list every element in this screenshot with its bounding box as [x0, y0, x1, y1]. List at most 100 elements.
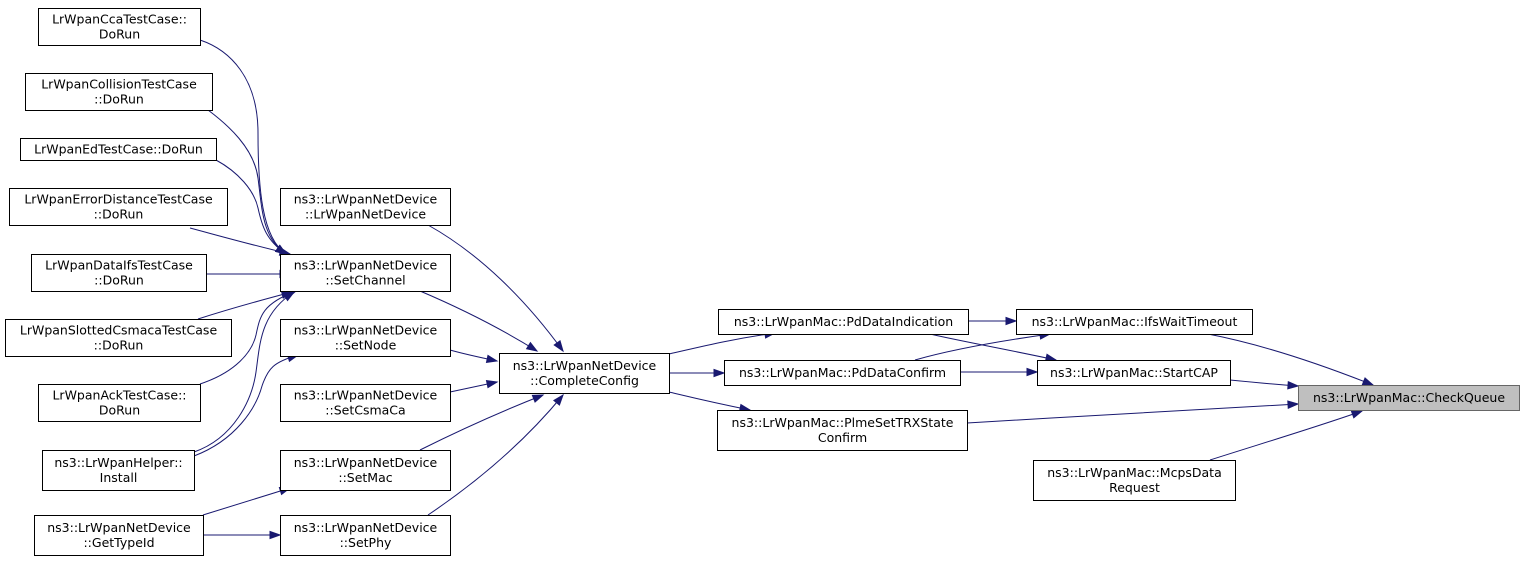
node-label: LrWpanAckTestCase::	[52, 388, 186, 403]
arrowhead-icon	[1287, 380, 1300, 390]
root-node-box[interactable]	[1298, 385, 1520, 411]
node-label: ns3::LrWpanNetDevice	[47, 520, 191, 535]
edge-setchannel-to-complete	[419, 290, 539, 352]
arrowhead-icon	[1287, 400, 1300, 409]
node-startcap[interactable]: ns3::LrWpanMac::StartCAP	[1037, 360, 1231, 386]
node-label: Install	[100, 470, 138, 485]
edge-pdind-to-ifs	[968, 316, 1018, 326]
node-label: LrWpanEdTestCase::DoRun	[34, 142, 203, 157]
edge-setcsmaca-to-complete	[449, 379, 499, 393]
arrowhead-icon	[553, 339, 564, 353]
node-label: ns3::LrWpanMac::PdDataConfirm	[739, 365, 946, 380]
node-box[interactable]	[1033, 460, 1236, 501]
node-label: Confirm	[818, 430, 867, 445]
node-setchannel[interactable]: ns3::LrWpanNetDevice::SetChannel	[280, 254, 451, 292]
node-box[interactable]	[724, 360, 961, 386]
edge-typeid-to-setphy	[203, 530, 282, 540]
node-box[interactable]	[499, 353, 670, 394]
arrowhead-icon	[1005, 316, 1018, 326]
node-collision[interactable]: LrWpanCollisionTestCase::DoRun	[25, 73, 213, 111]
node-box[interactable]	[5, 319, 232, 357]
edge-line	[1207, 333, 1374, 386]
node-label: ::SetMac	[338, 470, 392, 485]
node-box[interactable]	[280, 319, 451, 357]
node-cca[interactable]: LrWpanCcaTestCase::DoRun	[38, 8, 201, 46]
edge-pdind-to-startcap	[929, 333, 1058, 362]
edge-line	[193, 354, 299, 457]
edge-collision-to-setchannel	[207, 109, 288, 255]
node-box[interactable]	[280, 188, 451, 226]
node-label: ::DoRun	[94, 207, 144, 222]
node-box[interactable]	[34, 515, 204, 556]
node-box[interactable]	[9, 188, 228, 226]
node-label: ::SetNode	[335, 338, 397, 353]
node-box[interactable]	[1037, 360, 1231, 386]
arrowhead-icon	[713, 368, 726, 378]
node-label: ::SetCsmaCa	[325, 403, 405, 418]
edge-pdconf-to-ifs	[914, 331, 1052, 361]
arrowhead-icon	[531, 394, 545, 403]
node-label: ::SetChannel	[325, 273, 405, 288]
node-complete[interactable]: ns3::LrWpanNetDevice::CompleteConfig	[499, 353, 670, 394]
edge-line	[966, 403, 1299, 424]
node-box[interactable]	[717, 410, 968, 451]
node-ack[interactable]: LrWpanAckTestCase::DoRun	[38, 384, 201, 422]
node-box[interactable]	[20, 138, 217, 161]
node-label: ns3::LrWpanNetDevice	[294, 323, 438, 338]
node-label: DoRun	[99, 403, 140, 418]
edge-layer	[189, 39, 1375, 540]
node-label: DoRun	[99, 27, 140, 42]
node-helper[interactable]: ns3::LrWpanHelper::Install	[42, 450, 195, 491]
node-label: ::LrWpanNetDevice	[305, 207, 426, 222]
node-box[interactable]	[280, 515, 451, 556]
node-box[interactable]	[31, 254, 207, 292]
edge-line	[197, 291, 293, 320]
edge-ctor-to-complete	[427, 224, 564, 353]
edge-line	[419, 394, 544, 451]
node-pdconf[interactable]: ns3::LrWpanMac::PdDataConfirm	[724, 360, 961, 386]
arrowhead-icon	[269, 530, 282, 540]
node-setnode[interactable]: ns3::LrWpanNetDevice::SetNode	[280, 319, 451, 357]
node-pdind[interactable]: ns3::LrWpanMac::PdDataIndication	[718, 309, 969, 335]
node-setcsmaca[interactable]: ns3::LrWpanNetDevice::SetCsmaCa	[280, 384, 451, 422]
edge-line	[1209, 410, 1363, 461]
node-label: LrWpanDataIfsTestCase	[45, 258, 193, 273]
edge-startcap-to-checkqueue	[1229, 379, 1300, 390]
node-ed[interactable]: LrWpanEdTestCase::DoRun	[20, 138, 217, 161]
node-box[interactable]	[38, 8, 201, 46]
node-typeid[interactable]: ns3::LrWpanNetDevice::GetTypeId	[34, 515, 204, 556]
node-label: LrWpanErrorDistanceTestCase	[24, 192, 213, 207]
node-box[interactable]	[280, 450, 451, 491]
node-setmac[interactable]: ns3::LrWpanNetDevice::SetMac	[280, 450, 451, 491]
node-box[interactable]	[280, 254, 451, 292]
edge-line	[668, 332, 776, 355]
node-dataifs[interactable]: LrWpanDataIfsTestCase::DoRun	[31, 254, 207, 292]
arrowhead-icon	[485, 379, 499, 389]
node-checkqueue[interactable]: ns3::LrWpanMac::CheckQueue	[1298, 385, 1520, 411]
node-ifs[interactable]: ns3::LrWpanMac::IfsWaitTimeout	[1016, 309, 1253, 335]
node-box[interactable]	[280, 384, 451, 422]
node-label: ns3::LrWpanMac::PlmeSetTRXState	[732, 415, 954, 430]
node-label: ns3::LrWpanNetDevice	[294, 388, 438, 403]
node-errdist[interactable]: LrWpanErrorDistanceTestCase::DoRun	[9, 188, 228, 226]
edge-pdconf-to-startcap	[960, 367, 1039, 377]
node-box[interactable]	[42, 450, 195, 491]
node-label: ::DoRun	[94, 92, 144, 107]
edge-setphy-to-complete	[427, 393, 564, 516]
node-setphy[interactable]: ns3::LrWpanNetDevice::SetPhy	[280, 515, 451, 556]
node-slotted[interactable]: LrWpanSlottedCsmacaTestCase::DoRun	[5, 319, 232, 357]
node-box[interactable]	[25, 73, 213, 111]
edge-line	[202, 487, 291, 516]
edge-line	[199, 39, 287, 255]
node-ctor[interactable]: ns3::LrWpanNetDevice::LrWpanNetDevice	[280, 188, 451, 226]
edge-line	[929, 333, 1057, 361]
node-label: Request	[1109, 480, 1160, 495]
node-box[interactable]	[1016, 309, 1253, 335]
arrowhead-icon	[282, 291, 296, 302]
node-box[interactable]	[38, 384, 201, 422]
edge-line	[193, 291, 295, 453]
node-box[interactable]	[718, 309, 969, 335]
